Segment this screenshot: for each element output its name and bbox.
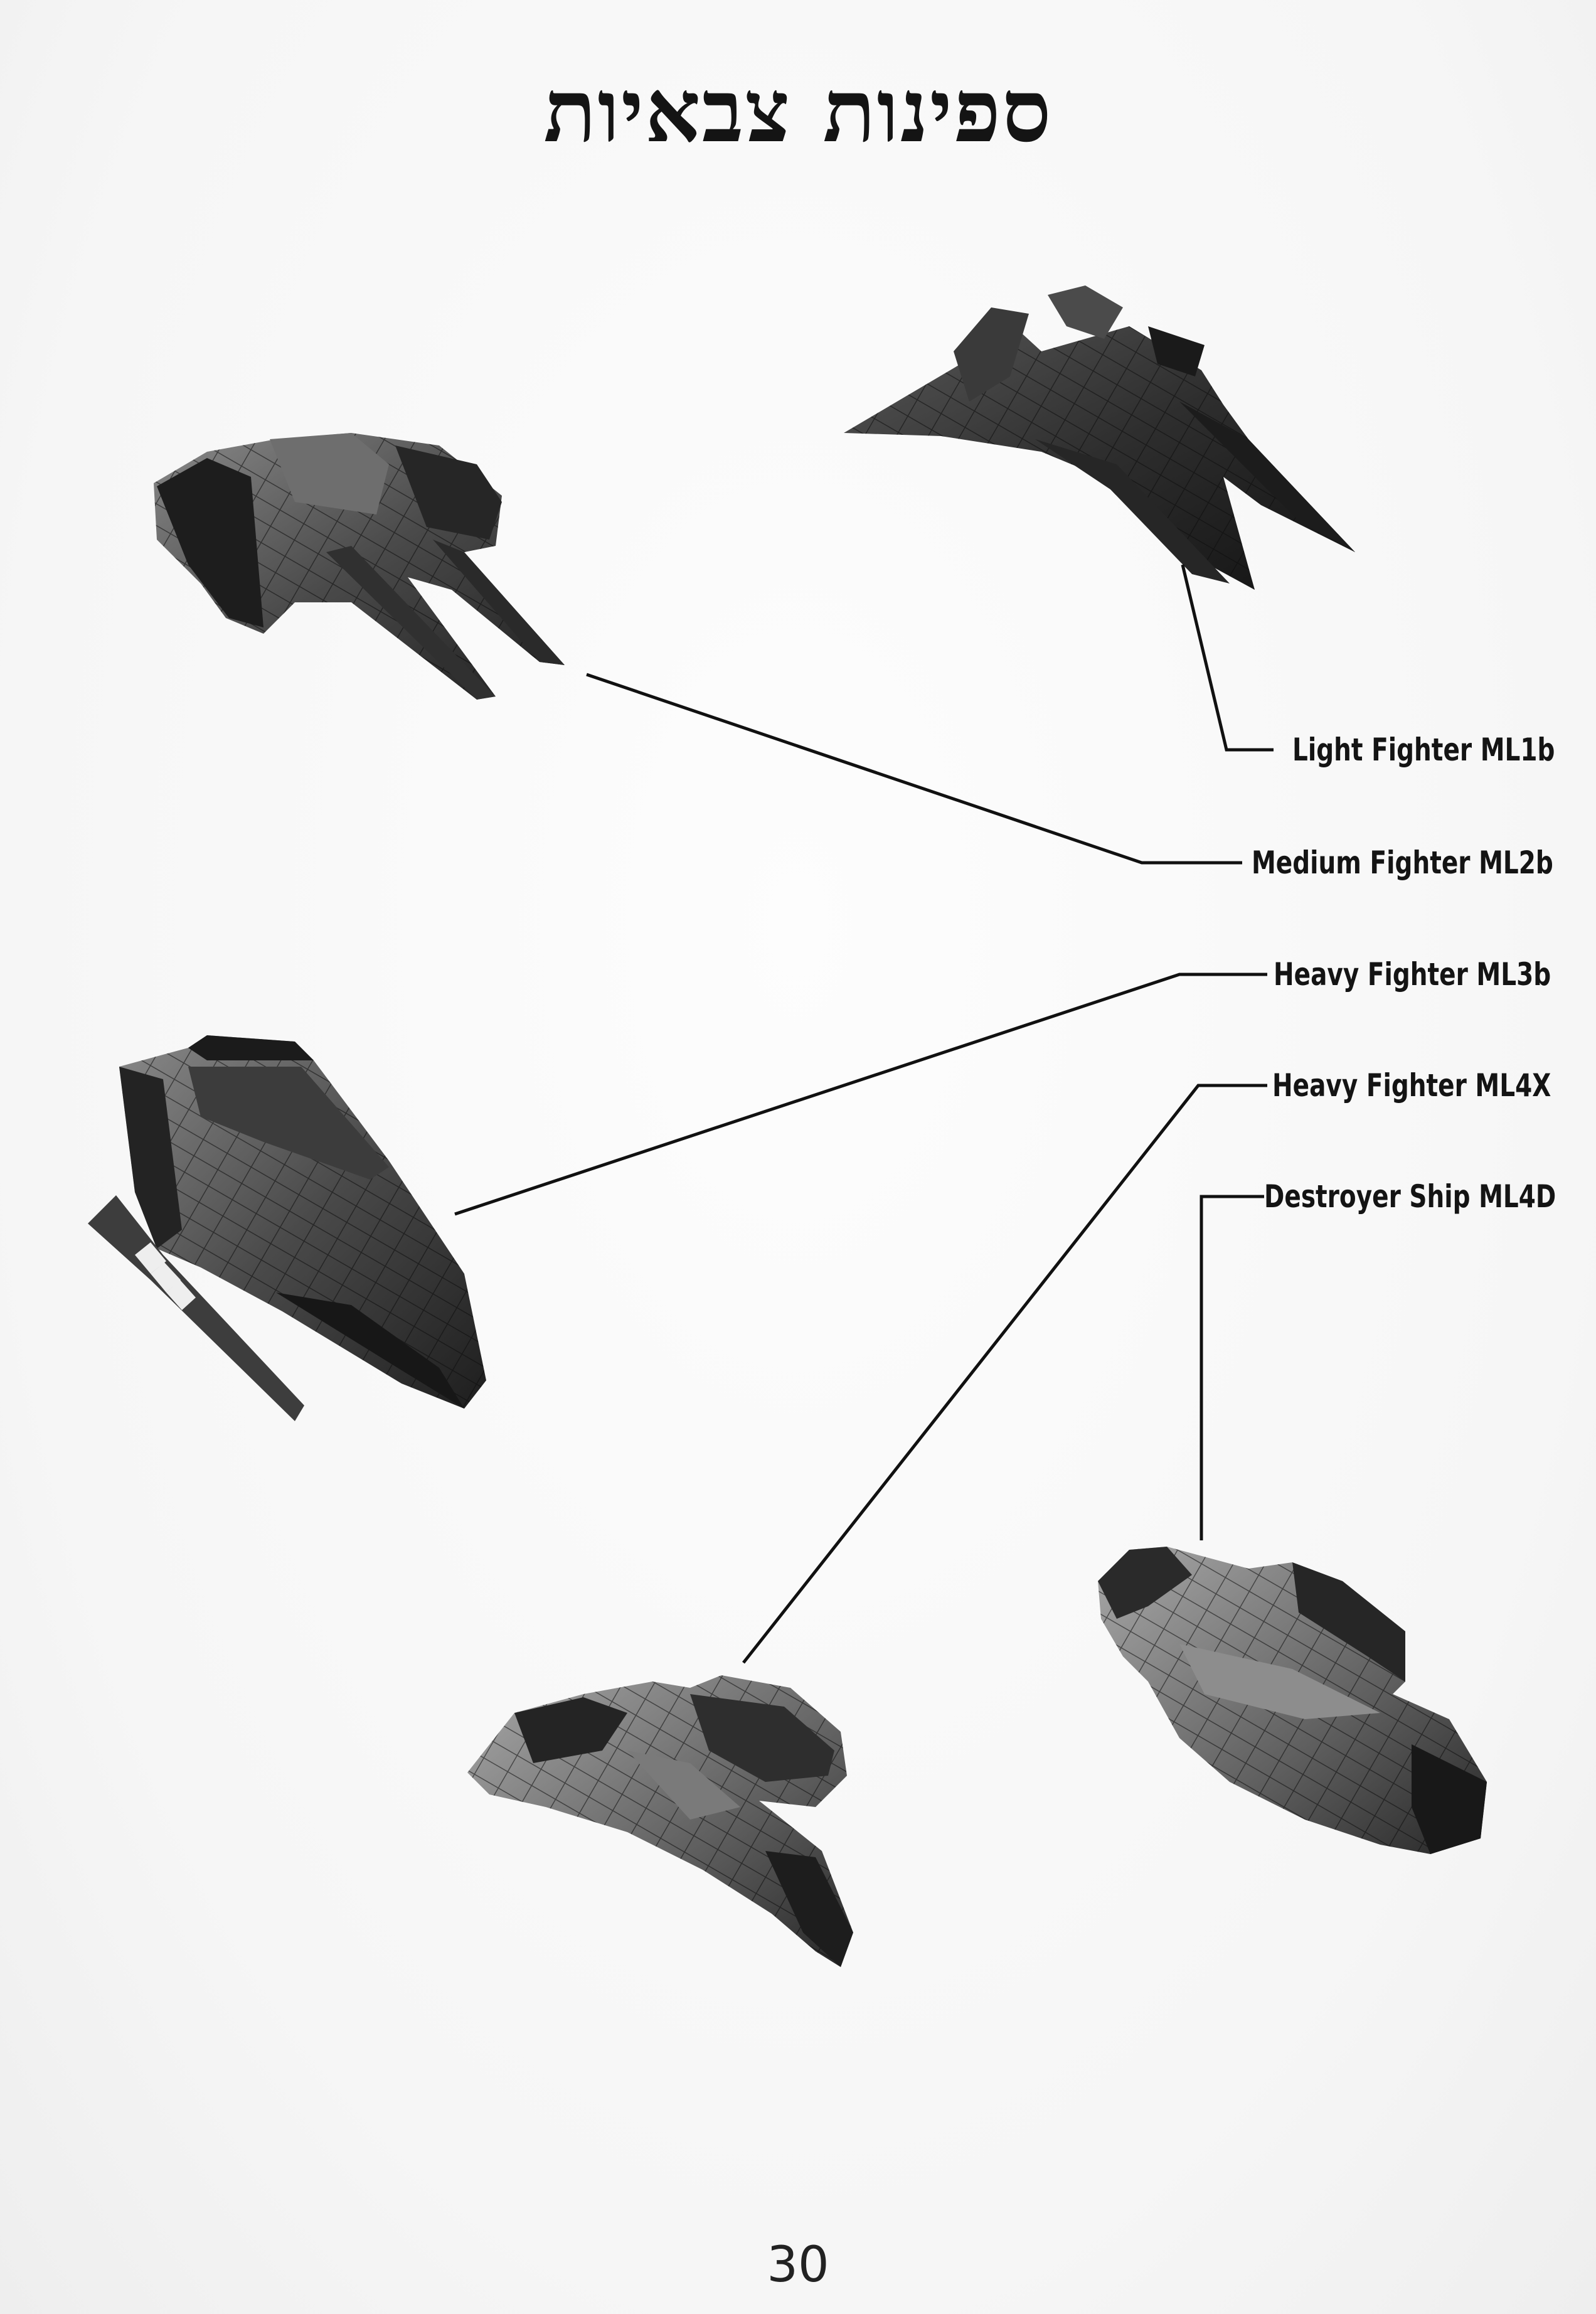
light-fighter-ship	[844, 285, 1355, 590]
heavy-fighter-ml4x-ship	[467, 1675, 853, 1967]
heavy-fighter-ml3b-ship	[88, 1035, 486, 1421]
leader-line-heavy3	[454, 973, 1267, 1216]
label-heavy-fighter-ml4x: Heavy Fighter ML4X	[1272, 1067, 1551, 1104]
destroyer-ship	[1098, 1547, 1487, 1854]
label-heavy-fighter-ml3b: Heavy Fighter ML3b	[1274, 956, 1551, 993]
medium-fighter-ship	[154, 433, 565, 700]
leader-line-light	[1181, 564, 1274, 752]
label-medium-fighter: Medium Fighter ML2b	[1252, 845, 1553, 881]
label-light-fighter: Light Fighter ML1b	[1292, 732, 1555, 768]
leader-line-heavy4	[742, 1084, 1267, 1664]
leader-line-destroyer	[1200, 1195, 1264, 1540]
label-destroyer-ship: Destroyer Ship ML4D	[1264, 1178, 1556, 1215]
page-number: 30	[767, 2237, 829, 2293]
leader-line-medium	[586, 673, 1242, 865]
page-title: ספינות צבאיות	[543, 60, 1053, 162]
